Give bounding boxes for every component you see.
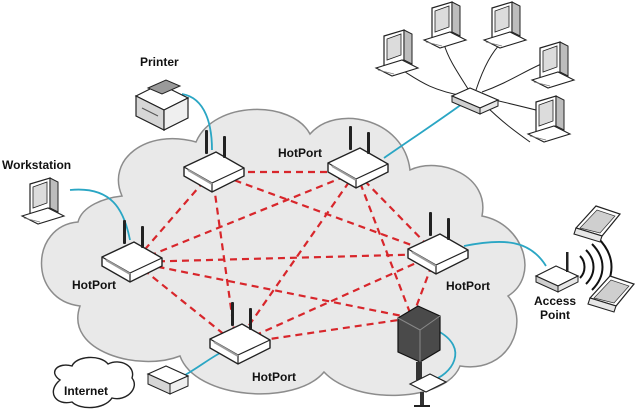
access-point-label-line1: Access bbox=[534, 294, 577, 308]
hotport-label-right: HotPort bbox=[446, 279, 490, 293]
workstation-computer-icon bbox=[21, 177, 65, 225]
printer-label: Printer bbox=[140, 55, 179, 69]
internet-cloud-icon bbox=[52, 356, 135, 409]
panel-antenna-icon bbox=[397, 305, 448, 407]
workstation-cable bbox=[69, 188, 131, 241]
modem-icon bbox=[146, 365, 190, 395]
desktop-computer-icon bbox=[483, 1, 527, 49]
desktop-computer-icon bbox=[423, 1, 467, 49]
switch-uplink-cable bbox=[383, 103, 463, 159]
access-point-label: Access Point bbox=[534, 294, 576, 322]
laptop-icon bbox=[587, 275, 635, 313]
hotport-label-left: HotPort bbox=[72, 278, 116, 292]
desktop-computer-icon bbox=[375, 29, 419, 77]
access-point-icon bbox=[534, 252, 580, 293]
hotport-label-top: HotPort bbox=[278, 146, 322, 160]
workstation-label: Workstation bbox=[2, 158, 72, 172]
printer-icon bbox=[134, 79, 190, 131]
printer-cable bbox=[181, 93, 213, 151]
wireless-signal-icon bbox=[579, 237, 613, 297]
access-point-cable bbox=[463, 240, 547, 267]
network-switch-icon bbox=[450, 87, 500, 115]
desktop-computer-icon bbox=[527, 95, 571, 143]
internet-label: Internet bbox=[64, 384, 109, 398]
access-point-label-line2: Point bbox=[540, 308, 570, 322]
laptop-icon bbox=[573, 205, 621, 243]
hotport-label-bottom: HotPort bbox=[252, 370, 296, 384]
